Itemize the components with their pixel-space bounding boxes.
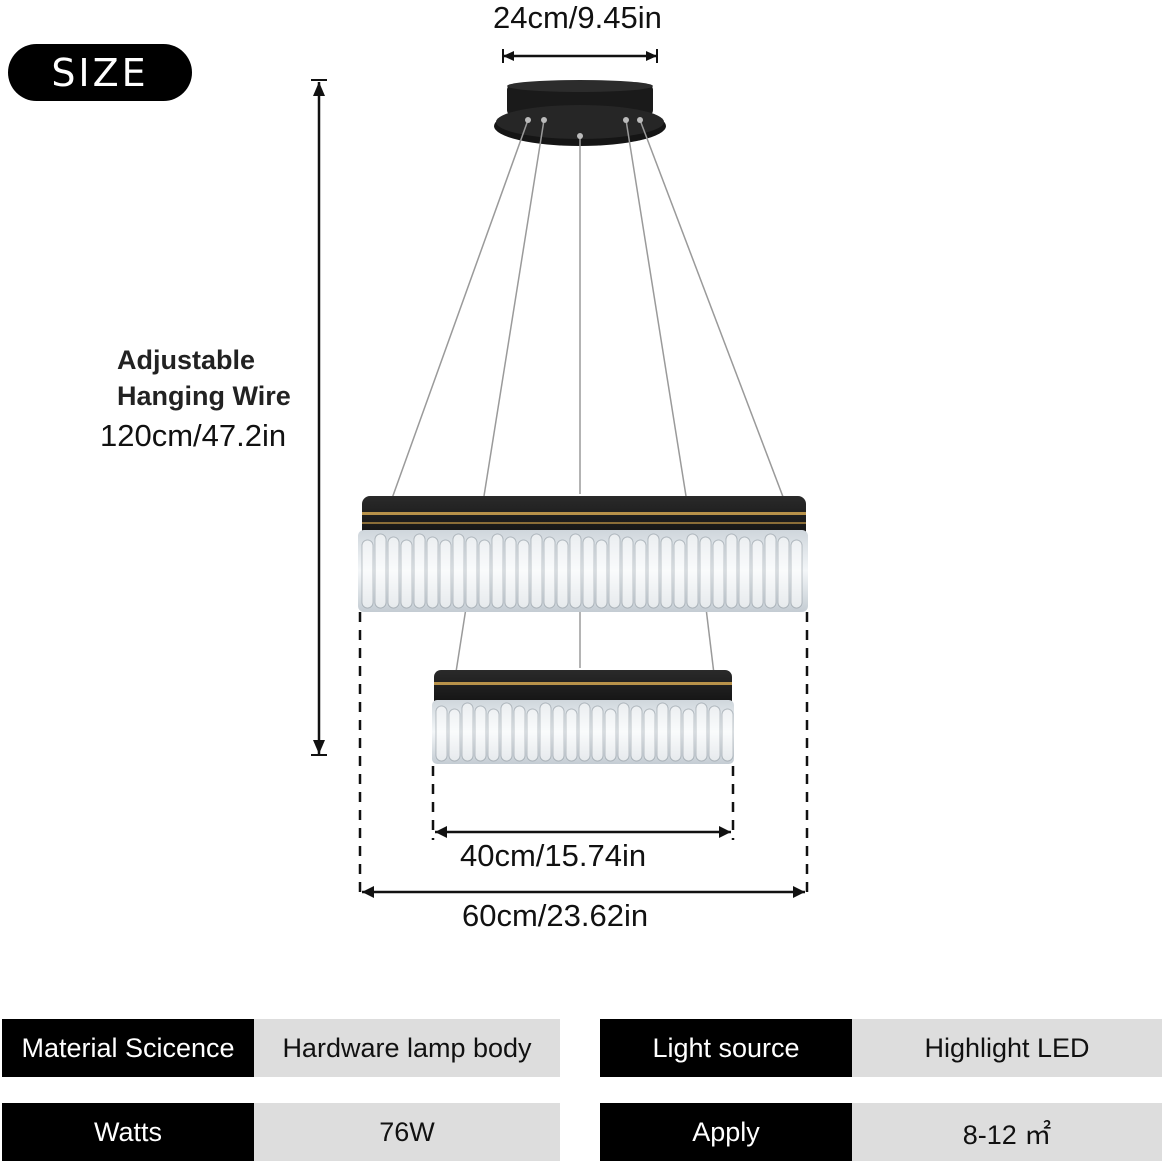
- crystal-drop: [413, 533, 426, 609]
- crystal-drop: [539, 702, 552, 762]
- crystal-drop: [673, 539, 686, 609]
- crystal-drop: [474, 705, 487, 762]
- crystal-drop: [543, 536, 556, 609]
- spec-value-apply: 8-12 ㎡: [852, 1103, 1162, 1161]
- crystal-drop: [578, 702, 591, 762]
- crystal-drop: [491, 533, 504, 609]
- crystal-drop: [777, 536, 790, 609]
- crystal-drop: [452, 533, 465, 609]
- crystal-drop: [686, 533, 699, 609]
- crystal-drop: [556, 539, 569, 609]
- spec-key-apply: Apply: [600, 1103, 852, 1161]
- crystal-drop: [617, 702, 630, 762]
- crystal-drop: [426, 536, 439, 609]
- wire-anchors: [525, 117, 643, 139]
- crystal-drop: [595, 539, 608, 609]
- spec-value-watts: 76W: [254, 1103, 560, 1161]
- crystal-drop: [621, 536, 634, 609]
- crystal-drop: [565, 708, 578, 762]
- crystal-drop: [725, 533, 738, 609]
- crystal-drop: [500, 702, 513, 762]
- wire-label-line1: Adjustable: [117, 345, 256, 375]
- crystal-drop: [630, 705, 643, 762]
- spec-key-material: Material Scicence: [2, 1019, 254, 1077]
- crystal-drop: [669, 705, 682, 762]
- wire-label-line2: Hanging Wire: [117, 381, 291, 411]
- large-ring-width-label: 60cm/23.62in: [462, 898, 649, 933]
- crystal-drop: [465, 536, 478, 609]
- spec-key-watts: Watts: [2, 1103, 254, 1161]
- crystal-drop: [790, 539, 803, 609]
- crystal-drop: [400, 539, 413, 609]
- crystal-drop: [478, 539, 491, 609]
- spec-row-apply: Apply 8-12 ㎡: [600, 1103, 1162, 1161]
- small-ring: [432, 670, 734, 764]
- crystal-drop: [738, 536, 751, 609]
- crystal-drop: [608, 533, 621, 609]
- crystal-drop: [387, 536, 400, 609]
- crystal-drop: [695, 702, 708, 762]
- crystal-drop: [448, 708, 461, 762]
- crystal-drop: [656, 702, 669, 762]
- size-badge-label: SIZE: [51, 50, 149, 95]
- crystal-drop: [517, 539, 530, 609]
- crystal-drop: [435, 705, 448, 762]
- crystal-drop: [699, 536, 712, 609]
- spec-value-light-source: Highlight LED: [852, 1019, 1162, 1077]
- small-ring-width-dimension: [431, 766, 735, 840]
- spec-row-light-source: Light source Highlight LED: [600, 1019, 1162, 1077]
- crystal-drop: [552, 705, 565, 762]
- crystal-drop: [682, 708, 695, 762]
- spec-row-watts: Watts 76W: [2, 1103, 560, 1161]
- crystal-drop: [708, 705, 721, 762]
- crystal-drop: [751, 539, 764, 609]
- crystal-drop: [604, 708, 617, 762]
- canopy-width-label: 24cm/9.45in: [493, 0, 662, 35]
- crystal-drop: [504, 536, 517, 609]
- crystal-drop: [513, 705, 526, 762]
- crystal-drop: [721, 708, 734, 762]
- crystal-drop: [461, 702, 474, 762]
- chandelier-illustration: [311, 49, 809, 900]
- crystal-drop: [660, 536, 673, 609]
- crystal-drop: [439, 539, 452, 609]
- crystal-drop: [712, 539, 725, 609]
- spec-value-material: Hardware lamp body: [254, 1019, 560, 1077]
- crystal-drop: [647, 533, 660, 609]
- large-ring-width-dimension: [358, 612, 809, 900]
- crystal-drop: [487, 708, 500, 762]
- crystal-drop: [582, 536, 595, 609]
- crystal-drop: [526, 708, 539, 762]
- size-badge: SIZE: [8, 44, 192, 101]
- crystal-drop: [764, 533, 777, 609]
- spec-row-material: Material Scicence Hardware lamp body: [2, 1019, 560, 1077]
- hanging-wires: [389, 119, 789, 675]
- crystal-drop: [530, 533, 543, 609]
- crystal-drop: [569, 533, 582, 609]
- crystal-drop: [634, 539, 647, 609]
- canopy-width-dimension: [502, 49, 658, 63]
- spec-key-light-source: Light source: [600, 1019, 852, 1077]
- ceiling-canopy: [494, 80, 666, 146]
- wire-length-label: 120cm/47.2in: [100, 418, 287, 453]
- crystal-drop: [374, 533, 387, 609]
- large-ring: [358, 496, 808, 612]
- crystal-drop: [361, 539, 374, 609]
- small-ring-width-label: 40cm/15.74in: [460, 838, 647, 873]
- crystal-drop: [643, 708, 656, 762]
- crystal-drop: [591, 705, 604, 762]
- wire-length-dimension: [311, 79, 327, 756]
